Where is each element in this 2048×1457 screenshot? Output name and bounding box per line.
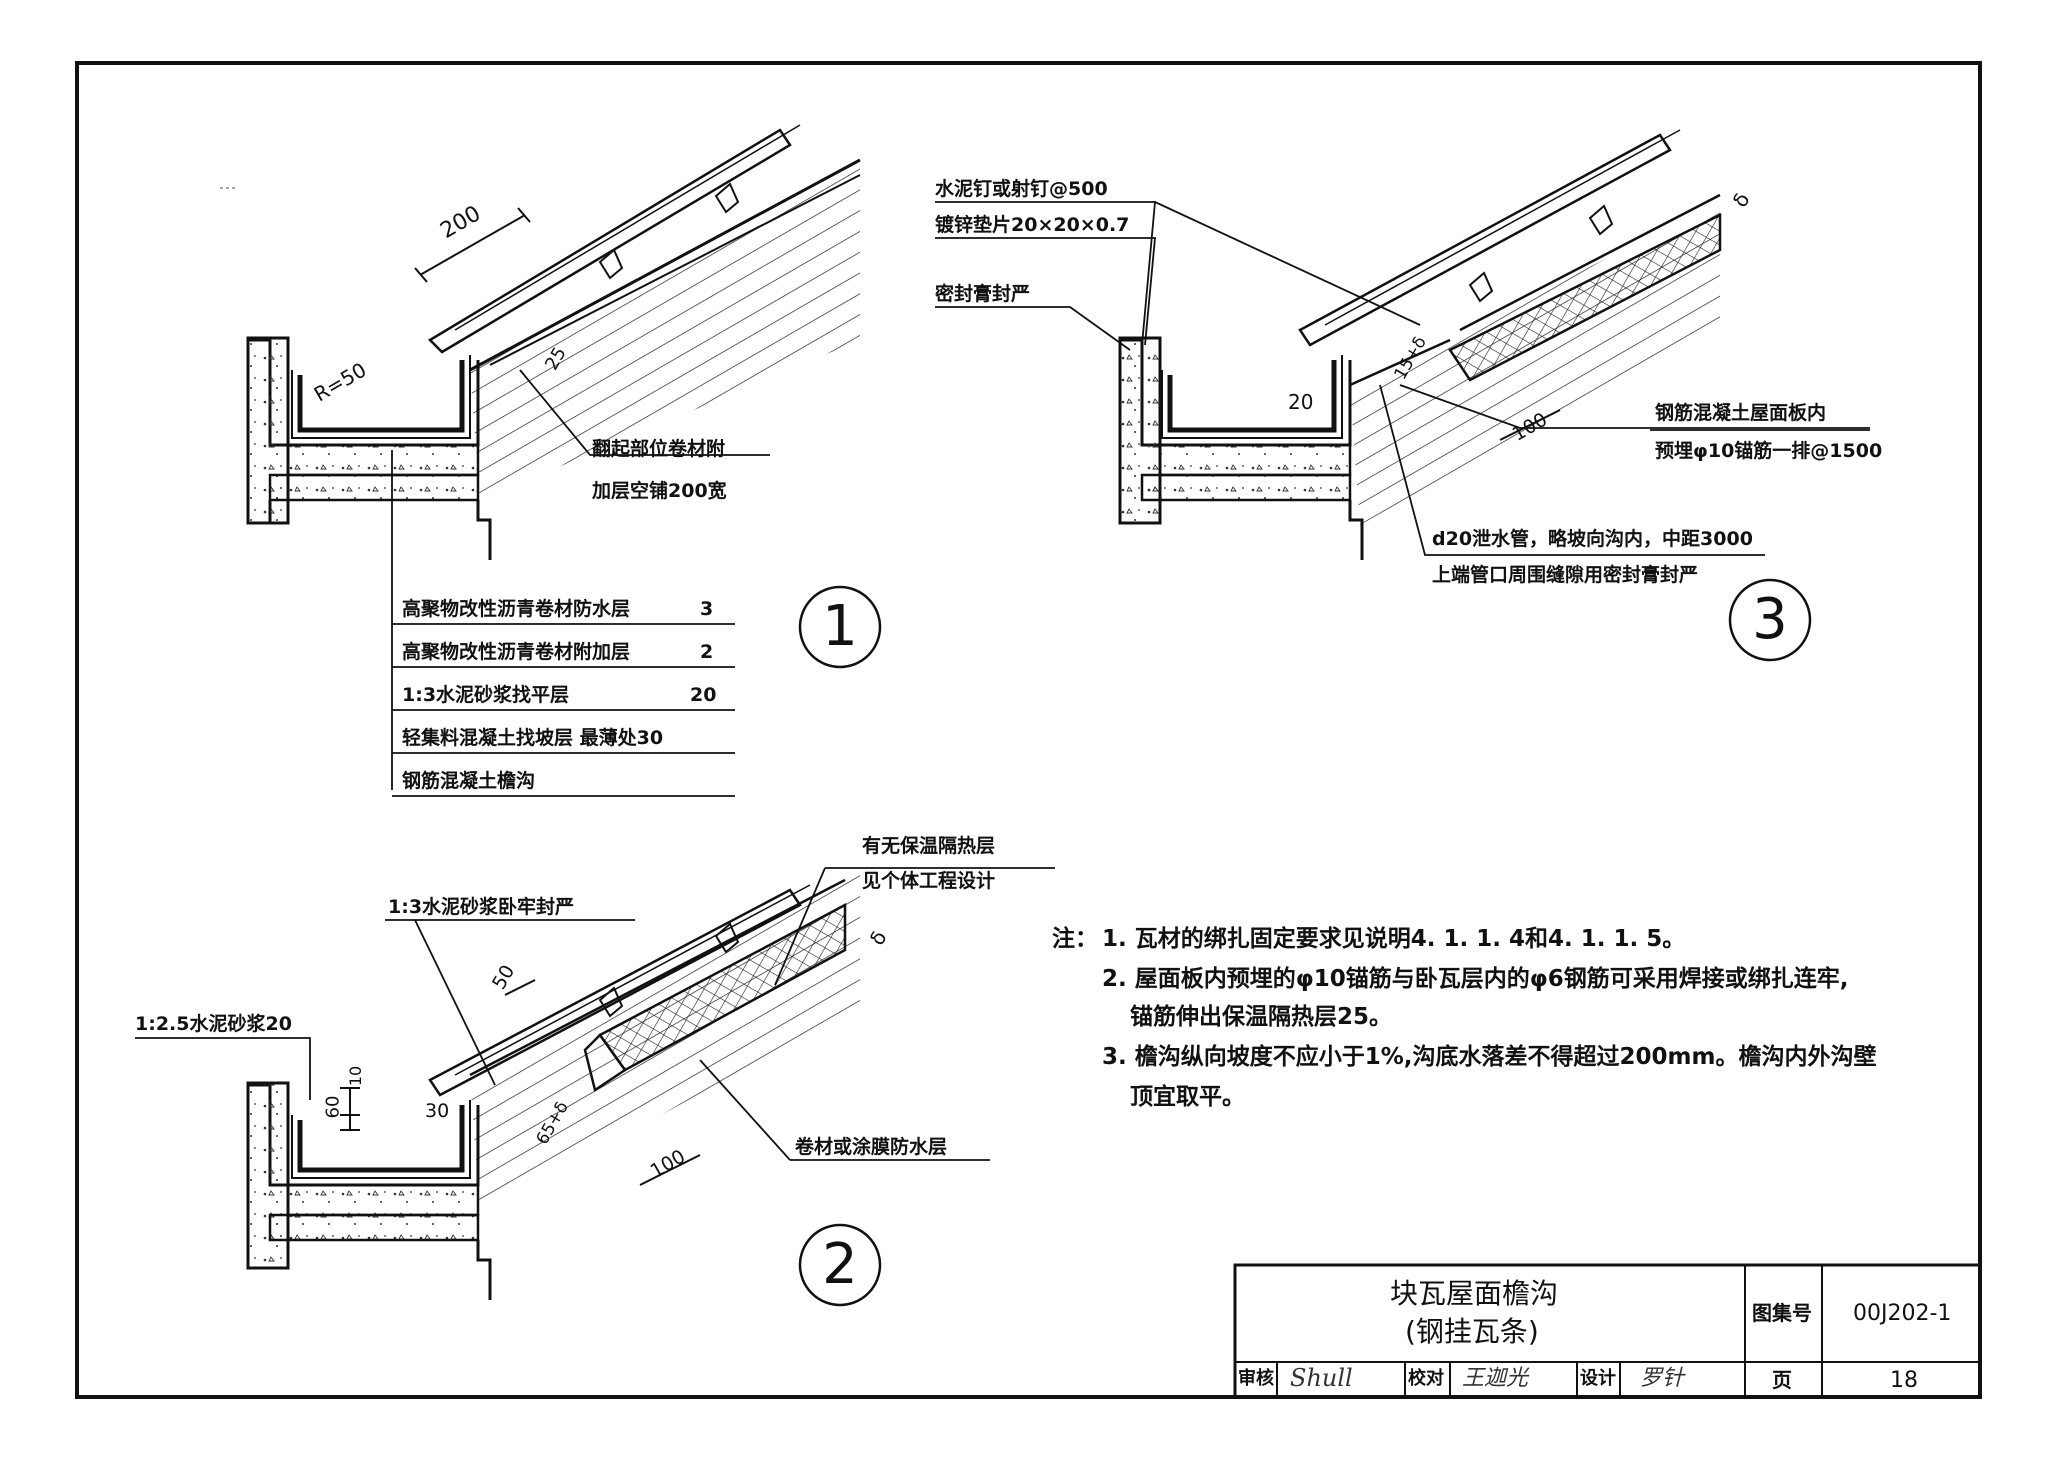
detail-3-nail-label: 水泥钉或射钉@500 [935, 178, 1108, 200]
detail-2-mortar-label: 1:2.5水泥砂浆20 [135, 1013, 292, 1035]
layer-name: 1:3水泥砂浆找平层 [402, 684, 570, 706]
title-block-frame [1233, 1263, 1982, 1399]
detail-2-seal-label: 1:3水泥砂浆卧牢封严 [388, 896, 575, 918]
detail-2-wp-label: 卷材或涂膜防水层 [795, 1136, 948, 1158]
review-label: 审核 [1238, 1368, 1274, 1389]
detail-2-dim-30: 30 [425, 1100, 450, 1122]
atlas-label: 图集号 [1752, 1301, 1812, 1325]
detail-3-dim-20: 20 [1288, 390, 1314, 414]
sheet-border [75, 61, 1982, 1399]
page-number: 18 [1890, 1368, 1918, 1393]
detail-1-callout-line2: 加层空铺200宽 [592, 480, 727, 502]
layer-name: 钢筋混凝土檐沟 [402, 770, 536, 792]
detail-3-pipe-line2: 上端管口周围缝隙用密封膏封严 [1432, 564, 1699, 586]
note-line-3-cont: 顶宜取平。 [1130, 1084, 1245, 1110]
detail-2-number: 2 [822, 1232, 858, 1297]
notes-prefix: 注： [1052, 926, 1098, 952]
detail-3-sealant-label: 密封膏封严 [935, 283, 1031, 305]
title-sub: (钢挂瓦条) [1405, 1315, 1539, 1348]
detail-3-washer-label: 镀锌垫片20×20×0.7 [935, 214, 1130, 236]
design-signature: 罗针 [1640, 1366, 1685, 1391]
detail-1-callout-line1: 翻起部位卷材附 [592, 438, 726, 460]
detail-3-number: 3 [1752, 587, 1788, 652]
detail-2-circle [798, 1223, 882, 1307]
layer-value: 3 [700, 598, 714, 620]
page-label: 页 [1772, 1368, 1792, 1392]
layer-name: 轻集料混凝土找坡层 最薄处30 [402, 727, 664, 749]
detail-2-insul-line2: 见个体工程设计 [862, 870, 996, 892]
note-line-3: 3. 檐沟纵向坡度不应小于1%,沟底水落差不得超过200mm。檐沟内外沟壁 [1102, 1044, 1877, 1070]
detail-1-number: 1 [822, 594, 858, 659]
detail-1-layer-table [392, 623, 735, 797]
note-line-2-cont: 锚筋伸出保温隔热层25。 [1130, 1004, 1393, 1030]
detail-2-insul-line1: 有无保温隔热层 [862, 835, 996, 857]
detail-3-drawing [935, 129, 1870, 662]
detail-3-pipe-line1: d20泄水管，略坡向沟内，中距3000 [1432, 528, 1753, 550]
layer-name: 高聚物改性沥青卷材附加层 [402, 641, 631, 663]
detail-2-dim-60: 60 [322, 1095, 344, 1119]
design-label: 设计 [1580, 1368, 1616, 1389]
layer-value: 20 [690, 684, 717, 706]
review-signature: Shull [1290, 1364, 1353, 1392]
atlas-number: 00J202-1 [1853, 1301, 1952, 1326]
note-line-1: 1. 瓦材的绑扎固定要求见说明4. 1. 1. 4和4. 1. 1. 5。 [1102, 926, 1686, 952]
detail-3-anchor-line2: 预埋φ10锚筋一排@1500 [1655, 440, 1883, 462]
layer-value: 2 [700, 641, 714, 663]
layer-name: 高聚物改性沥青卷材防水层 [402, 598, 631, 620]
note-line-2: 2. 屋面板内预埋的φ10锚筋与卧瓦层内的φ6钢筋可采用焊接或绑扎连牢, [1102, 966, 1849, 992]
detail-1-drawing [246, 124, 882, 797]
detail-2-dim-10: 10 [346, 1065, 366, 1087]
title-main: 块瓦屋面檐沟 [1390, 1277, 1559, 1310]
detail-3-circle [1728, 578, 1812, 662]
detail-3-anchor-line1: 钢筋混凝土屋面板内 [1655, 402, 1827, 424]
detail-1-circle [798, 585, 882, 669]
check-label: 校对 [1408, 1368, 1444, 1389]
detail-2-drawing [135, 867, 1055, 1307]
check-signature: 王迦光 [1462, 1366, 1529, 1391]
